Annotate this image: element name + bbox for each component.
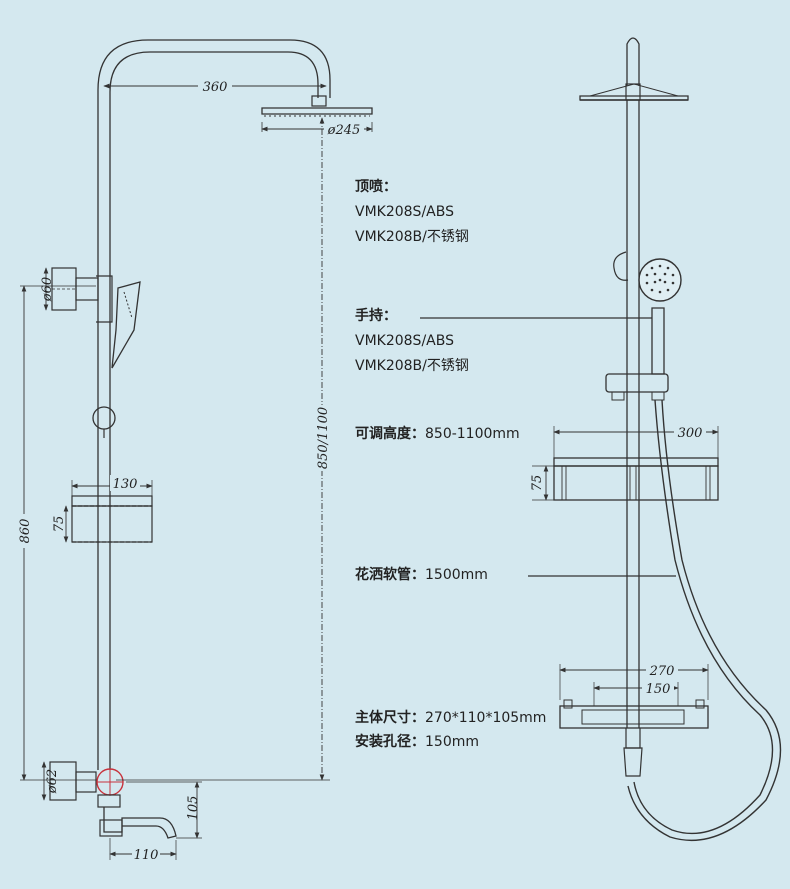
spec-adjustable-height-value: 850-1100mm	[425, 426, 520, 442]
valve-body-front	[559, 699, 709, 777]
spec-top-spray-model-2: VMK208B/不锈钢	[355, 229, 469, 245]
shelf-front	[553, 457, 719, 501]
dim-shelf-width: 130	[113, 477, 138, 492]
spec-hand-shower-model-1: VMK208S/ABS	[355, 333, 454, 349]
spec-hand-shower: 手持： VMK208S/ABS VMK208B/不锈钢	[355, 304, 469, 379]
spec-adjustable-height-label: 可调高度：	[355, 426, 425, 442]
dim-total-height: 860	[18, 519, 33, 544]
spec-hand-shower-model-2: VMK208B/不锈钢	[355, 358, 469, 374]
spec-body-size-label: 主体尺寸：	[355, 710, 425, 726]
side-view: 360 ø245 ø60 860 850/1100 130 75 ø62	[14, 39, 373, 863]
dim-body-width: 270	[649, 664, 675, 679]
spec-top-spray: 顶喷： VMK208S/ABS VMK208B/不锈钢	[355, 175, 469, 250]
hand-shower-side	[111, 281, 141, 369]
dim-shelf-height-front: 75	[530, 475, 545, 492]
spec-top-spray-model-1: VMK208S/ABS	[355, 204, 454, 220]
spec-hose-label: 花洒软管：	[355, 567, 425, 583]
spec-top-spray-label: 顶喷：	[355, 179, 397, 195]
dim-height-range: 850/1100	[316, 407, 331, 469]
spec-adjustable-height: 可调高度：850-1100mm	[355, 422, 520, 447]
spec-hose-value: 1500mm	[425, 567, 488, 583]
front-view: 300 75 270 150	[420, 37, 782, 841]
spec-install-hole-label: 安装孔径：	[355, 734, 425, 750]
dim-shelf-height: 75	[52, 516, 67, 533]
dim-bracket-diameter: ø60	[40, 277, 55, 302]
spec-install-hole-value: 150mm	[425, 734, 479, 750]
slider-knob	[92, 406, 116, 430]
dim-shelf-width-front: 300	[678, 426, 703, 441]
dim-hole-spacing: 150	[646, 682, 671, 697]
dim-spout-length: 110	[134, 848, 159, 863]
spec-body-size: 主体尺寸：270*110*105mm	[355, 706, 546, 731]
dim-arm-length: 360	[203, 80, 228, 95]
spec-install-hole: 安装孔径：150mm	[355, 730, 479, 755]
slider-front	[605, 373, 669, 393]
dim-head-diameter: ø245	[327, 123, 361, 138]
dim-inlet-diameter: ø62	[45, 769, 60, 794]
spec-hose: 花洒软管：1500mm	[355, 563, 488, 588]
dim-spout-height: 105	[186, 796, 201, 821]
bath-spout	[103, 807, 177, 839]
shelf-side	[71, 495, 153, 543]
spec-hand-shower-label: 手持：	[355, 308, 397, 324]
spec-body-size-value: 270*110*105mm	[425, 710, 547, 726]
